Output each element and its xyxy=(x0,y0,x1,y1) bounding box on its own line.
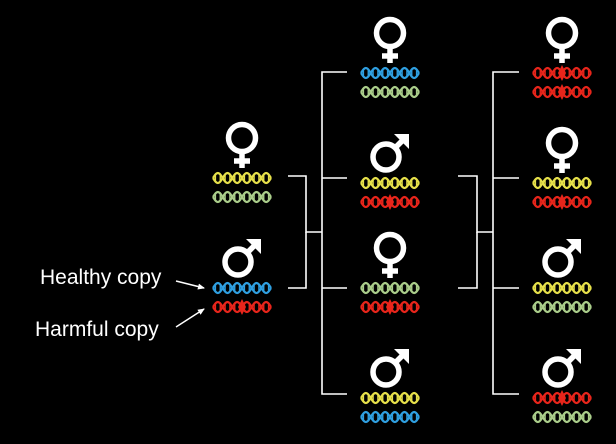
connector-grandchildren-bracket xyxy=(492,71,519,395)
dna-icon xyxy=(212,171,272,185)
dna-icon xyxy=(360,85,420,99)
harmful-dna-icon xyxy=(532,65,592,81)
harmful-dna-icon xyxy=(360,194,420,210)
harmful-copy-arrow xyxy=(175,308,205,328)
children-1-female xyxy=(360,16,420,99)
dna-icon xyxy=(212,190,272,204)
male-symbol-icon xyxy=(222,239,261,278)
dna-icon xyxy=(360,176,420,190)
harmful-dna-icon xyxy=(212,299,272,315)
parents-2-male xyxy=(212,239,272,315)
label-arrows xyxy=(175,280,205,328)
connector-child-female xyxy=(458,232,478,289)
connector-parent-female xyxy=(288,175,322,233)
male-symbol-icon xyxy=(542,239,581,278)
dna-icon xyxy=(360,66,420,80)
pedigree-connectors xyxy=(288,71,519,395)
harmful-dna-icon xyxy=(532,390,592,406)
parents-1-female xyxy=(212,121,272,204)
children-3-female xyxy=(360,231,420,315)
female-symbol-icon xyxy=(373,16,407,63)
connector-child-male xyxy=(458,175,493,233)
dna-icon xyxy=(532,176,592,190)
dna-icon xyxy=(212,281,272,295)
dna-icon xyxy=(532,300,592,314)
healthy-copy-label: Healthy copy xyxy=(40,266,162,289)
dna-icon xyxy=(360,410,420,424)
male-symbol-icon xyxy=(370,134,409,173)
dna-icon xyxy=(360,391,420,405)
healthy-copy-arrow xyxy=(175,280,205,290)
harmful-dna-icon xyxy=(532,194,592,210)
harmful-dna-icon xyxy=(532,84,592,100)
grandchildren-2-female xyxy=(532,126,592,210)
grandchildren-4-male xyxy=(532,349,592,424)
female-symbol-icon xyxy=(225,121,259,168)
children-4-male xyxy=(360,349,420,424)
children-2-male xyxy=(360,134,420,210)
dna-icon xyxy=(532,281,592,295)
harmful-copy-label: Harmful copy xyxy=(35,318,159,341)
connector-children-bracket xyxy=(321,71,347,395)
connector-parent-male xyxy=(288,232,307,289)
female-symbol-icon xyxy=(373,231,407,278)
grandchildren-1-female xyxy=(532,16,592,100)
female-symbol-icon xyxy=(545,16,579,63)
male-symbol-icon xyxy=(542,349,581,388)
harmful-dna-icon xyxy=(360,299,420,315)
female-symbol-icon xyxy=(545,126,579,173)
grandchildren-3-male xyxy=(532,239,592,314)
dna-icon xyxy=(532,410,592,424)
male-symbol-icon xyxy=(370,349,409,388)
dna-icon xyxy=(360,281,420,295)
